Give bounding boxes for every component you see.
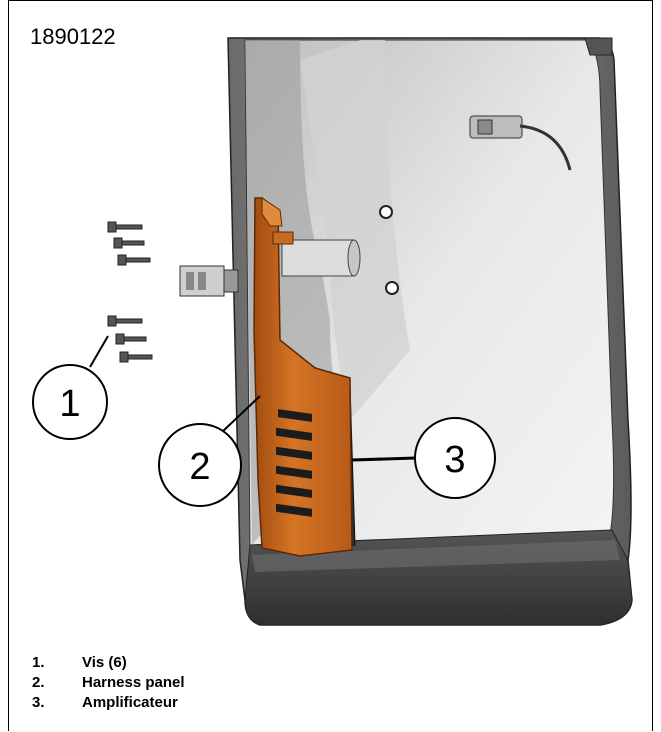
harness-panel bbox=[253, 197, 353, 557]
screw bbox=[117, 254, 151, 266]
screw bbox=[107, 315, 143, 327]
screw bbox=[113, 237, 145, 249]
legend: 1. Vis (6) 2. Harness panel 3. Amplifica… bbox=[32, 652, 185, 712]
legend-item: 2. Harness panel bbox=[32, 672, 185, 692]
vent-slots bbox=[276, 409, 312, 517]
screw bbox=[119, 351, 153, 363]
callout-2: 2 bbox=[158, 395, 261, 507]
mount-hole bbox=[385, 281, 399, 295]
mount-hole bbox=[379, 205, 393, 219]
callout-3-label: 3 bbox=[444, 439, 465, 481]
legend-number: 1. bbox=[32, 653, 45, 671]
callout-2-label: 2 bbox=[189, 446, 210, 488]
callout-3: 3 bbox=[351, 417, 496, 499]
legend-text: Harness panel bbox=[82, 673, 185, 691]
legend-text: Amplificateur bbox=[82, 693, 178, 711]
screw-set bbox=[107, 221, 153, 363]
cable-connector bbox=[469, 115, 572, 171]
screw bbox=[107, 221, 143, 233]
callout-1: 1 bbox=[32, 335, 109, 440]
panel-connector bbox=[179, 265, 239, 297]
figure-id: 1890122 bbox=[30, 24, 116, 49]
cylinder-bracket bbox=[281, 239, 361, 277]
legend-item: 3. Amplificateur bbox=[32, 692, 185, 712]
legend-item: 1. Vis (6) bbox=[32, 652, 185, 672]
callout-1-label: 1 bbox=[59, 383, 80, 425]
legend-number: 3. bbox=[32, 693, 45, 711]
screw bbox=[115, 333, 147, 345]
figure-frame bbox=[8, 0, 653, 731]
legend-text: Vis (6) bbox=[82, 653, 127, 671]
legend-number: 2. bbox=[32, 673, 45, 691]
